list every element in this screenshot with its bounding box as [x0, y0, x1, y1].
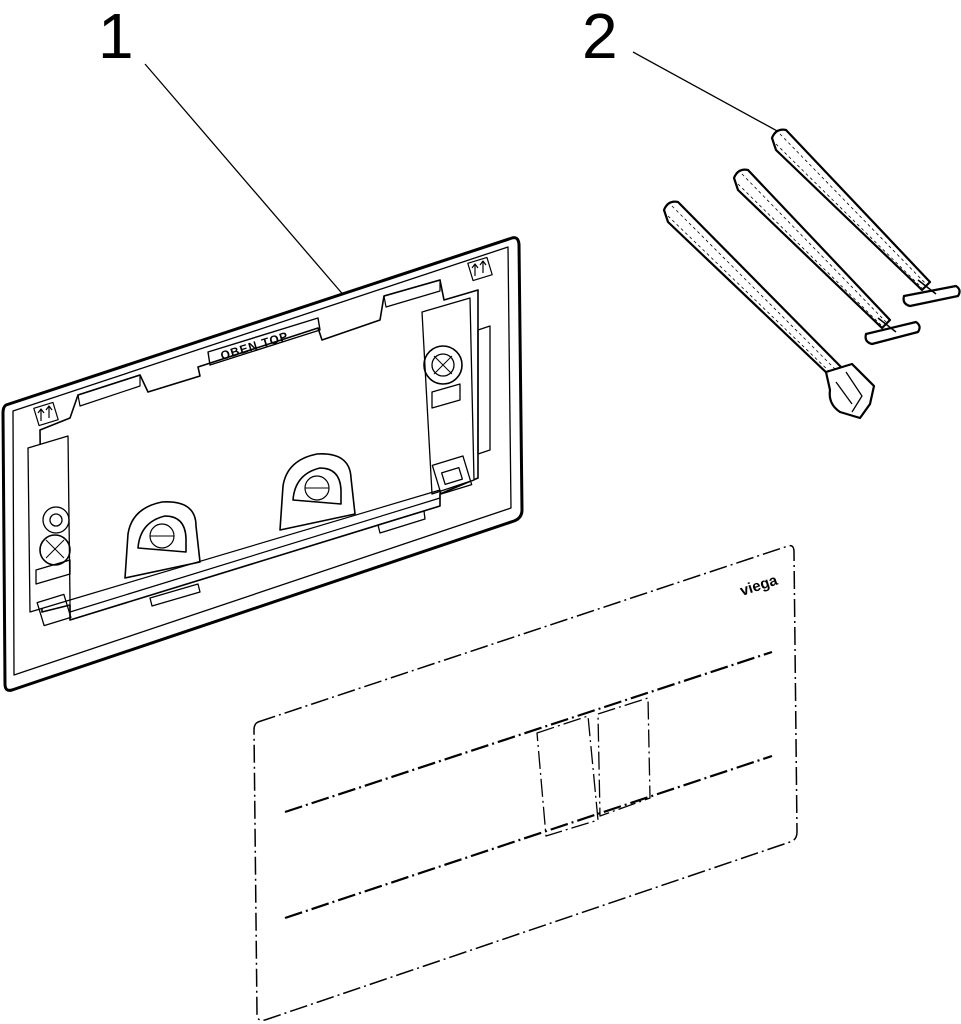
- flush-button-small: [537, 716, 598, 836]
- brand-logo-text: viega: [738, 572, 780, 600]
- up-arrow-marker-right: [468, 257, 492, 280]
- frame-inner-edge: [13, 247, 511, 675]
- threaded-rod-bottom: [664, 202, 874, 418]
- left-side-bracket: [28, 436, 71, 626]
- threaded-rod-top: [772, 130, 960, 306]
- leader-line-1: [145, 64, 352, 305]
- threaded-rod-middle: [734, 170, 920, 344]
- flush-button-large: [598, 698, 650, 816]
- bottom-clip-right: [280, 454, 355, 530]
- flush-plate-outline: [254, 546, 797, 1021]
- frame-bottom-rail: [70, 490, 440, 612]
- frame-bottom-slot-right: [378, 511, 425, 533]
- right-side-bracket: [422, 298, 490, 494]
- flush-plate-upper-groove: [285, 652, 772, 812]
- frame-top-ledge-left: [78, 375, 140, 406]
- callout-number-1: 1: [98, 0, 134, 72]
- threaded-rods: [664, 130, 960, 418]
- mounting-frame: OBEN TOP: [3, 238, 522, 691]
- up-arrow-marker-left: [34, 402, 58, 425]
- frame-label-plate: [208, 318, 320, 365]
- bottom-clip-left: [125, 502, 200, 578]
- frame-bottom-slot-left: [150, 584, 200, 606]
- flush-plate: [254, 546, 797, 1021]
- frame-top-ledge-right: [384, 280, 440, 307]
- callout-number-2: 2: [582, 0, 618, 72]
- leader-line-2: [633, 52, 790, 138]
- flush-plate-lower-groove: [285, 756, 772, 918]
